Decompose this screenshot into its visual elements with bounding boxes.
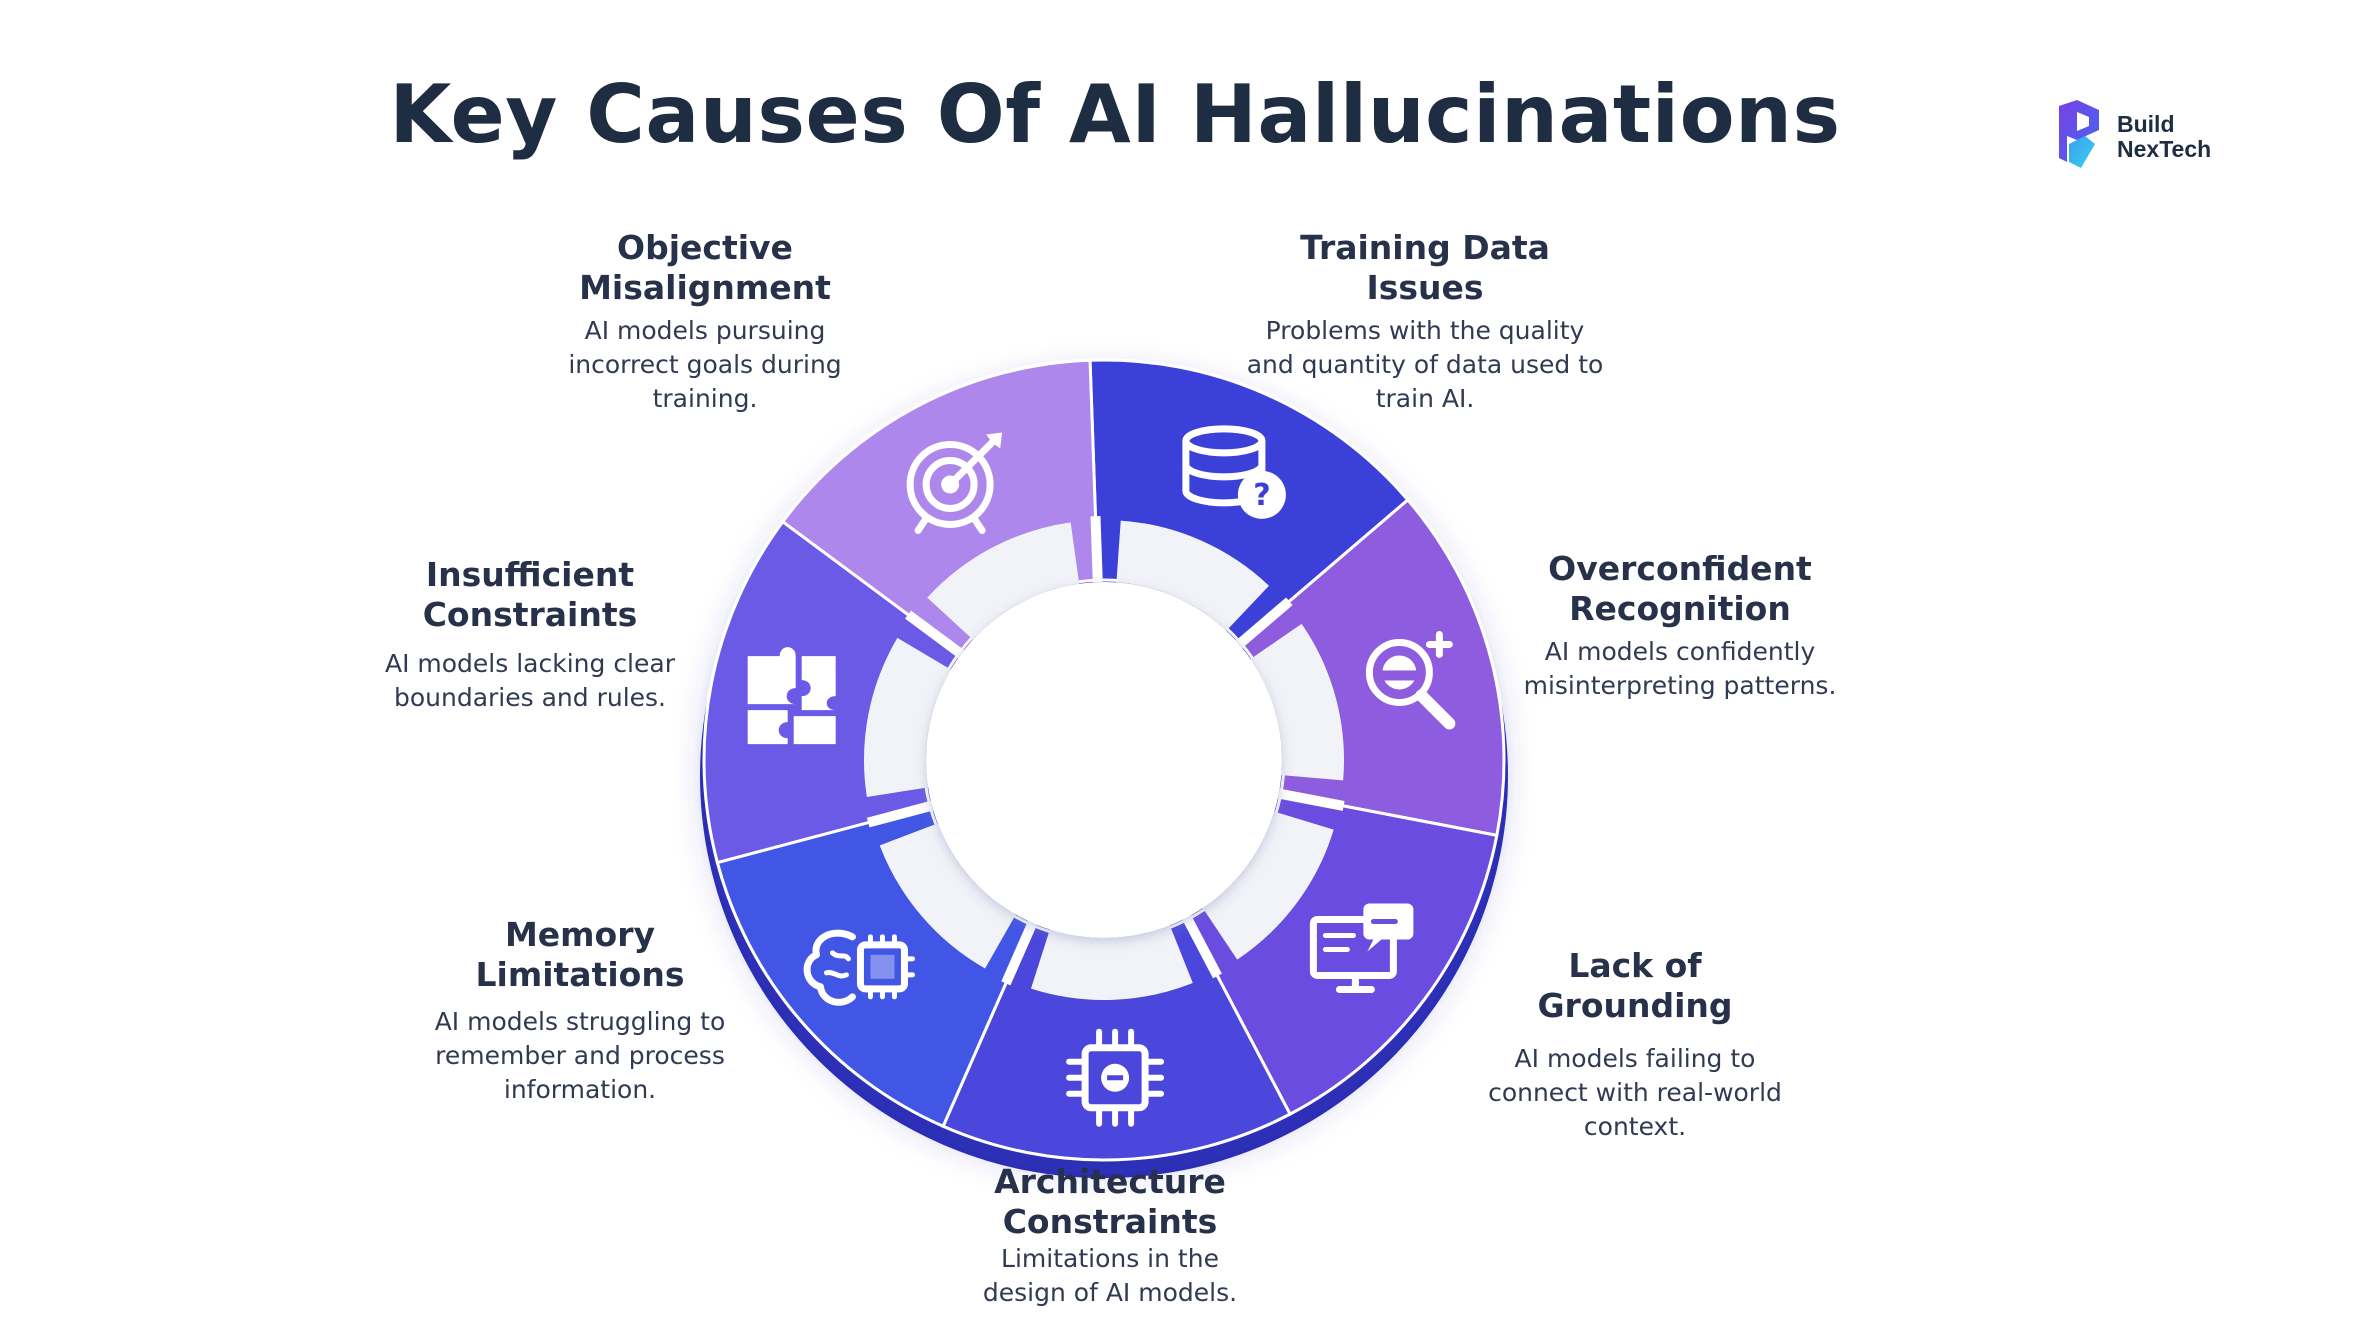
cause-title: Lack of Grounding [1537, 946, 1733, 1025]
chip-icon [1066, 1028, 1165, 1127]
logo-line-2: NexTech [2117, 136, 2212, 162]
segment-inner-tab [1030, 925, 1193, 1001]
cause-description: AI models pursuing incorrect goals durin… [568, 316, 842, 413]
page-title: Key Causes Of AI Hallucinations [389, 68, 1841, 161]
segment-separator [866, 800, 934, 828]
magnifier-plus-icon [1365, 630, 1456, 730]
segment-separator [905, 610, 965, 658]
database-question-icon: ? [1182, 425, 1286, 519]
segment-inner-tab [1116, 520, 1269, 631]
cause-description: AI models lacking clear boundaries and r… [384, 649, 675, 712]
segment-separator [1235, 597, 1293, 649]
buildnextech-logo-icon [2059, 100, 2099, 168]
cause-title: Objective Misalignment [579, 228, 831, 307]
puzzle-icon [747, 647, 836, 745]
cause-label-objective: Objective Misalignment AI models pursuin… [545, 228, 865, 416]
segment-inner-tab [864, 637, 951, 797]
cause-title: Architecture Constraints [994, 1162, 1226, 1241]
cause-label-overconfident: Overconfident Recognition AI models conf… [1515, 549, 1845, 703]
center-circle [926, 582, 1282, 938]
cause-description: AI models failing to connect with real-w… [1488, 1044, 1782, 1141]
cause-description: AI models struggling to remember and pro… [434, 1007, 726, 1104]
segment-inner-tab [1250, 623, 1345, 781]
cause-label-training-data: Training Data Issues Problems with the q… [1240, 228, 1610, 416]
cause-title: Overconfident Recognition [1548, 549, 1812, 628]
brand-logo: Build NexTech [2055, 100, 2235, 175]
segment-separator [1090, 515, 1103, 583]
cause-label-architecture: Architecture Constraints Limitations in … [960, 1162, 1260, 1310]
cause-label-insufficient: Insufficient Constraints AI models lacki… [380, 555, 680, 715]
segment-inner-tab [927, 522, 1080, 640]
svg-text:?: ? [1253, 478, 1270, 513]
cause-title: Memory Limitations [475, 915, 685, 994]
cause-title: Insufficient Constraints [422, 555, 638, 634]
segment-separator [1001, 920, 1037, 986]
segment-separator [1277, 788, 1345, 811]
segment-inner-tab [879, 823, 1016, 969]
cause-description: Limitations in the design of AI models. [982, 1244, 1238, 1307]
inner-ring [864, 515, 1345, 1001]
cause-description: Problems with the quality and quantity o… [1246, 316, 1604, 413]
segment-separator [1182, 915, 1222, 979]
segment-inner-tab [1202, 811, 1334, 960]
cause-label-grounding: Lack of Grounding AI models failing to c… [1475, 946, 1795, 1144]
cause-description: AI models confidently misinterpreting pa… [1523, 637, 1837, 700]
monitor-chat-icon [1309, 903, 1414, 993]
cause-title: Training Data Issues [1300, 228, 1550, 307]
segment-icons: ? [747, 425, 1456, 1127]
target-arrow-icon [906, 432, 1003, 534]
cause-label-memory: Memory Limitations AI models struggling … [430, 915, 730, 1107]
brain-chip-icon [803, 929, 915, 1006]
logo-line-1: Build [2117, 111, 2175, 137]
